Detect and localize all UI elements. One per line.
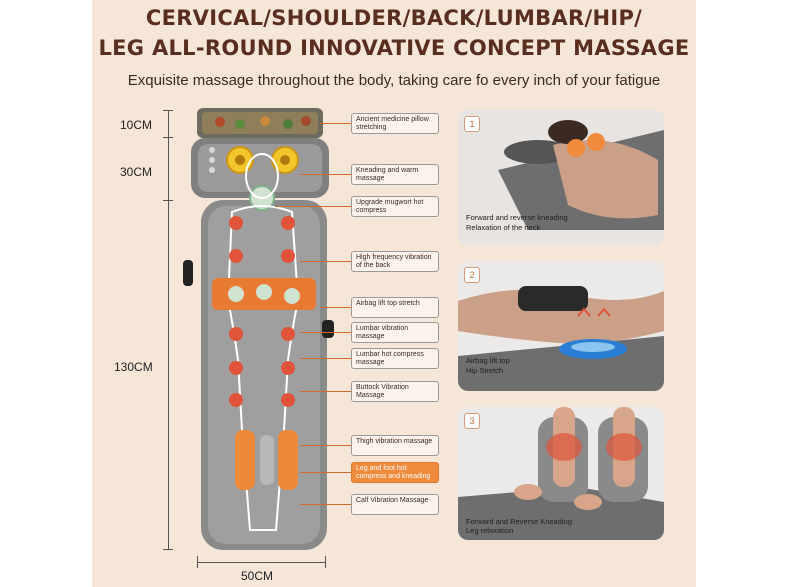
step-badge: 2 (464, 267, 480, 283)
herb-decor (260, 116, 270, 126)
body-mat-quilt (208, 206, 320, 544)
callout-mugwort: Upgrade mugwort hot compress (351, 196, 439, 217)
dimension-body-label: 130CM (114, 360, 153, 374)
remote-control-icon (183, 260, 193, 286)
photo-caption-3-line-1: Forward and Reverse Kneading (466, 517, 572, 526)
dimension-line-horizontal (197, 562, 325, 563)
vibration-node (281, 393, 295, 407)
step-badge: 1 (464, 116, 480, 132)
heat-spot (567, 139, 585, 157)
vibration-node (281, 249, 295, 263)
herb-decor (215, 117, 225, 127)
photo-caption-2-line-2: Hip Stretch (466, 366, 504, 375)
callout-lumbar-hot: Lumbar hot compress massage (351, 348, 439, 369)
controller-icon (322, 320, 334, 338)
vibration-node (281, 327, 295, 341)
kneading-node-core (280, 155, 290, 165)
headline-line-1: CERVICAL/SHOULDER/BACK/LUMBAR/HIP/ (145, 6, 643, 30)
heat-spot (587, 133, 605, 151)
dimension-tick (197, 556, 198, 568)
subtitle: Exquisite massage throughout the body, t… (127, 72, 661, 89)
callout-pillow: Ancient medicine pillow stretching (351, 113, 439, 134)
photo-caption-3-line-2: Leg relaxation (466, 526, 514, 535)
leader-line (300, 472, 351, 473)
leader-line (275, 206, 351, 207)
control-dot (209, 157, 215, 163)
leader-line (300, 358, 351, 359)
photo-neck-massage: 1 Forward and reverse kneading Relaxatio… (458, 110, 664, 245)
foot-left (514, 484, 542, 500)
headline-line-2: LEG ALL-ROUND INNOVATIVE CONCEPT MASSAGE (98, 36, 690, 60)
vibration-node (229, 361, 243, 375)
airbag-node (284, 288, 300, 304)
dimension-tick (325, 556, 326, 568)
leader-line (300, 174, 351, 175)
control-dot (209, 147, 215, 153)
heat-zone (606, 433, 642, 461)
dimension-line-vertical (168, 110, 169, 550)
dimension-tick (163, 200, 173, 201)
body-outline-head (245, 153, 279, 199)
photo-caption-1-line-1: Forward and reverse kneading (466, 213, 568, 222)
dimension-tick (163, 110, 173, 111)
vibration-node (281, 216, 295, 230)
callout-airbag: Airbag lift top stretch (351, 297, 439, 318)
dimension-tick (163, 549, 173, 550)
airbag-node (228, 286, 244, 302)
leader-line (320, 123, 351, 124)
callout-lumbar-vibration: Lumbar vibration massage (351, 322, 439, 343)
person-hair (548, 120, 588, 144)
person-body (553, 140, 658, 219)
leg-pad-right (278, 430, 298, 490)
massage-mat-illustration (183, 108, 334, 550)
dimension-tick (163, 137, 173, 138)
dimension-pillow-label: 10CM (120, 118, 153, 132)
callout-calf: Calf Vibration Massage (351, 494, 439, 515)
leader-line (300, 261, 351, 262)
dimension-head-label: 30CM (120, 165, 153, 179)
vibration-node (281, 361, 295, 375)
leg-pad-left (235, 430, 255, 490)
foot-right (574, 494, 602, 510)
leg-center-pad (260, 435, 274, 485)
photo-hip-stretch: 2 Airbag lift top Hip Stretch (458, 261, 664, 391)
lift-arrows-icon (577, 307, 611, 317)
callout-thigh: Thigh vibration massage (351, 435, 439, 456)
callout-leg-foot: Leg and foot hot compress and kneading (351, 462, 439, 483)
photo-leg-massage: 3 Forward and Reverse Kneading Leg relax… (458, 407, 664, 540)
heat-zone (546, 433, 582, 461)
vibration-node (229, 327, 243, 341)
photo-caption-1-line-2: Relaxation of the neck (466, 223, 541, 232)
neck-massage-scene (458, 110, 664, 245)
herb-decor (283, 119, 293, 129)
kneading-node-core (235, 155, 245, 165)
leader-line (300, 391, 351, 392)
callout-kneading: Kneading and warm massage (351, 164, 439, 185)
head-section-inner (198, 144, 322, 192)
leg-massage-scene (458, 407, 664, 540)
callout-buttock: Buttock Vibration Massage (351, 381, 439, 402)
airbag-highlight (571, 342, 615, 352)
leader-line (300, 332, 351, 333)
person-top (518, 286, 588, 311)
vibration-node (229, 216, 243, 230)
vibration-node (229, 393, 243, 407)
dimension-width-label: 50CM (241, 569, 274, 583)
leader-line (320, 307, 351, 308)
herb-decor (301, 116, 311, 126)
vibration-node (229, 249, 243, 263)
control-dot (209, 167, 215, 173)
herb-decor (235, 119, 245, 129)
leader-line (300, 445, 351, 446)
person-body (458, 289, 664, 344)
step-badge: 3 (464, 413, 480, 429)
photo-caption-2-line-1: Airbag lift top (466, 356, 510, 365)
leader-line (300, 504, 351, 505)
hip-stretch-scene (458, 261, 664, 391)
callout-back-vibration: High frequency vibration of the back (351, 251, 439, 272)
airbag-node (256, 284, 272, 300)
